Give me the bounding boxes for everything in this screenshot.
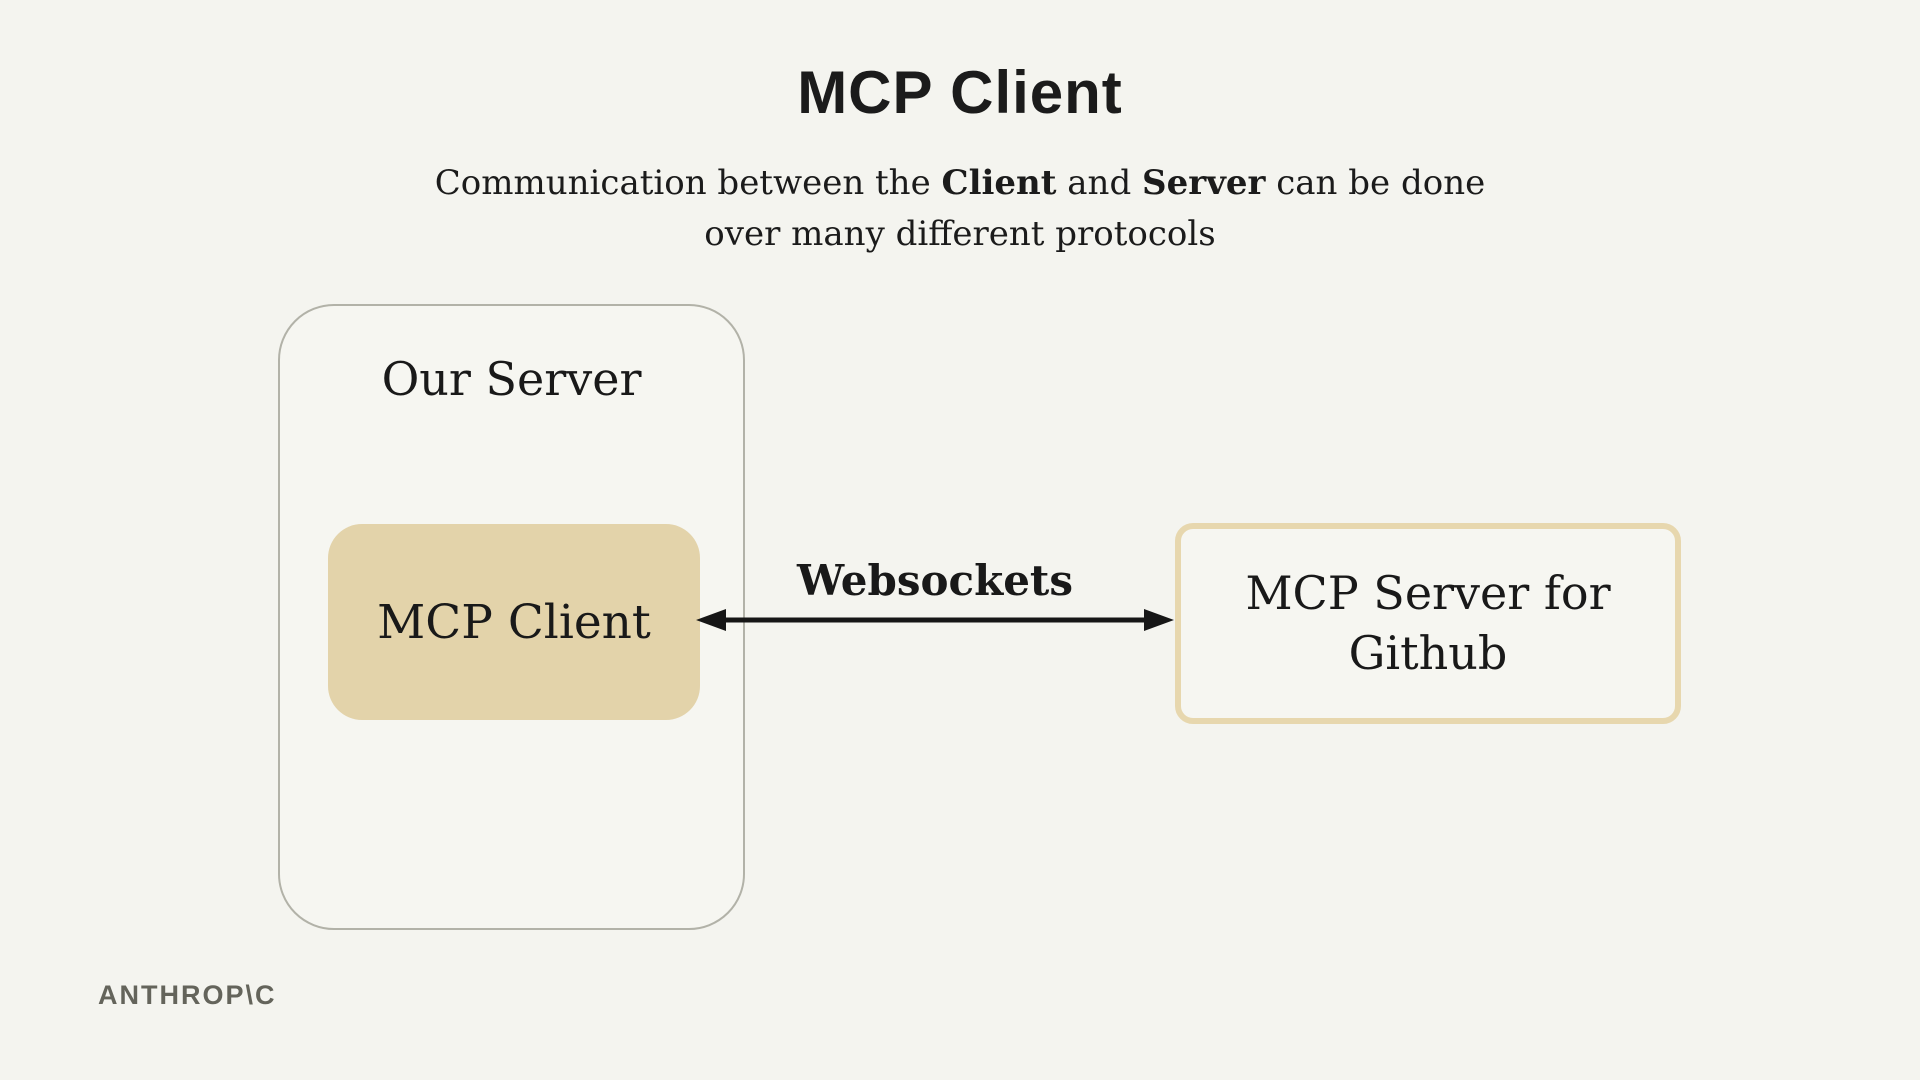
our-server-label: Our Server	[381, 352, 642, 406]
mcp-client-box: MCP Client	[328, 524, 700, 720]
subtitle-line-1: Communication between the Client and Ser…	[0, 158, 1920, 209]
mcp-server-label-line-1: MCP Server for	[1245, 565, 1611, 620]
mcp-client-label: MCP Client	[377, 594, 651, 650]
subtitle-line-2: over many different protocols	[704, 214, 1216, 254]
mcp-server-label-line-2: Github	[1348, 625, 1508, 680]
bidirectional-arrow	[696, 609, 1174, 631]
arrowhead-left-icon	[696, 609, 726, 631]
arrowhead-right-icon	[1144, 609, 1174, 631]
page-subtitle: Communication between the Client and Ser…	[0, 158, 1920, 260]
subtitle-text: and	[1056, 163, 1143, 203]
mcp-server-box: MCP Server for Github	[1175, 523, 1681, 724]
subtitle-bold-client: Client	[941, 163, 1057, 203]
subtitle-text: Communication between the	[434, 163, 942, 203]
page-title: MCP Client	[797, 59, 1123, 126]
subtitle-text: can be done	[1265, 163, 1486, 203]
subtitle-bold-server: Server	[1142, 163, 1266, 203]
anthropic-logo: ANTHROP\C	[98, 980, 277, 1010]
connection-protocol-label: Websockets	[797, 556, 1073, 605]
